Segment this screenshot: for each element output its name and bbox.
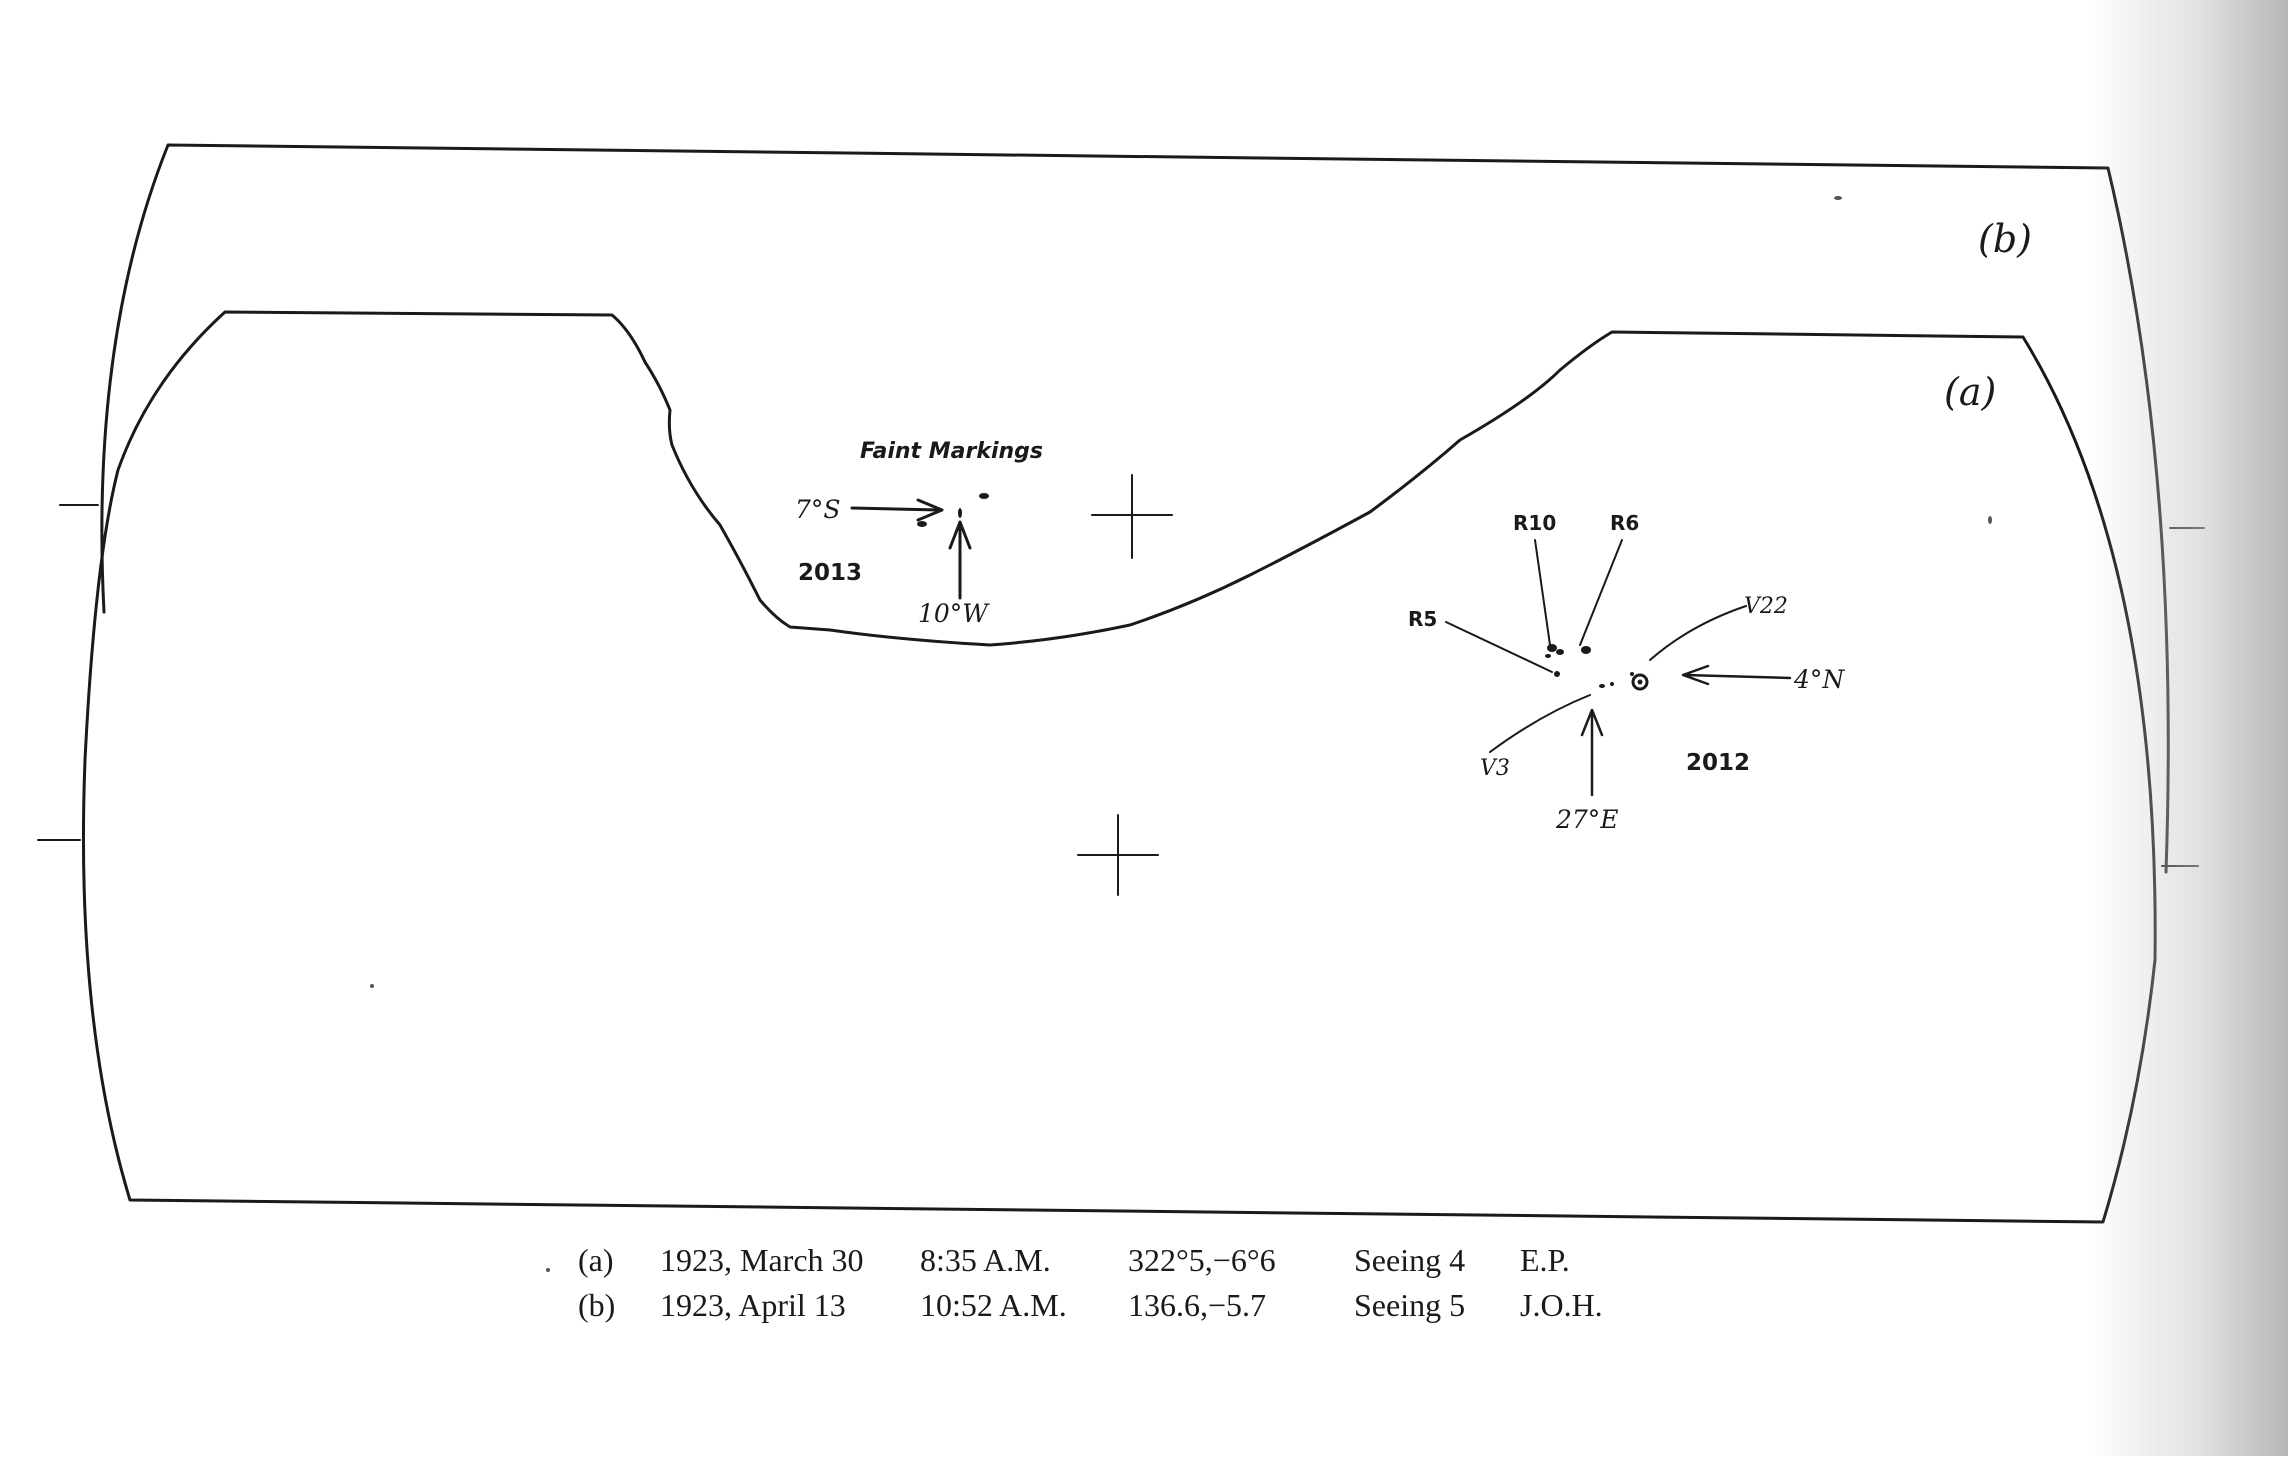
arrow-lon-2013 xyxy=(948,520,972,600)
faint-spot xyxy=(979,493,989,499)
pointer-r5 xyxy=(1445,621,1553,673)
caption-b-time: 10:52 A.M. xyxy=(920,1287,1067,1323)
caption-b-seeing: Seeing 5 xyxy=(1354,1287,1465,1323)
outline-b xyxy=(100,143,2170,874)
caption-a-observer: E.P. xyxy=(1520,1242,1570,1278)
paper-specks xyxy=(370,196,1992,1272)
arrow-lat-2012 xyxy=(1681,664,1792,686)
pointer-v22 xyxy=(1649,605,1747,661)
center-cross-b xyxy=(1091,474,1173,559)
caption-a-date: 1923, March 30 xyxy=(660,1242,864,1278)
spot-label-r10: R10 xyxy=(1513,511,1556,535)
spot-label-r5: R5 xyxy=(1408,607,1437,631)
lat-label-2012: 4°N xyxy=(1793,665,1845,694)
lon-label-2013: 10°W xyxy=(918,599,990,628)
caption-b-observer: J.O.H. xyxy=(1520,1287,1603,1323)
panel-label-a: (a) xyxy=(1944,370,1996,414)
spot-label-r6: R6 xyxy=(1610,511,1639,535)
caption-a-time: 8:35 A.M. xyxy=(920,1242,1051,1278)
arrow-lat-2013 xyxy=(850,498,944,522)
caption-b-date: 1923, April 13 xyxy=(660,1287,846,1323)
lat-label-2013: 7°S xyxy=(795,495,841,524)
faint-spot xyxy=(917,521,927,527)
outline-a xyxy=(81,310,2157,1224)
caption-row-a: (a) 1923, March 30 8:35 A.M. 322°5,−6°6 … xyxy=(578,1242,1570,1278)
panel-label-b: (b) xyxy=(1978,217,2032,261)
caption-row-b: (b) 1923, April 13 10:52 A.M. 136.6,−5.7… xyxy=(578,1287,1603,1323)
spot-cluster-v xyxy=(1599,672,1649,691)
faint-markings-label: Faint Markings xyxy=(860,439,1043,464)
spot-label-v3: V3 xyxy=(1480,756,1510,781)
faint-spot xyxy=(958,508,962,518)
arrow-lon-2012 xyxy=(1580,708,1604,797)
spot-label-v22: V22 xyxy=(1744,594,1788,619)
caption-b-label: (b) xyxy=(578,1287,615,1323)
spot-r5 xyxy=(1554,671,1560,677)
caption-b-coords: 136.6,−5.7 xyxy=(1128,1287,1266,1323)
caption-a-coords: 322°5,−6°6 xyxy=(1128,1242,1276,1278)
pointer-r10 xyxy=(1534,539,1551,646)
spot-cluster-r10-r6 xyxy=(1545,644,1591,658)
pointer-v3 xyxy=(1489,694,1591,753)
caption-a-label: (a) xyxy=(578,1242,614,1278)
center-cross-a xyxy=(1077,814,1159,896)
caption-a-seeing: Seeing 4 xyxy=(1354,1242,1465,1278)
group-number-2013: 2013 xyxy=(798,560,862,586)
pointer-r6 xyxy=(1579,539,1623,646)
group-number-2012: 2012 xyxy=(1686,750,1750,776)
lon-label-2012: 27°E xyxy=(1555,805,1619,834)
